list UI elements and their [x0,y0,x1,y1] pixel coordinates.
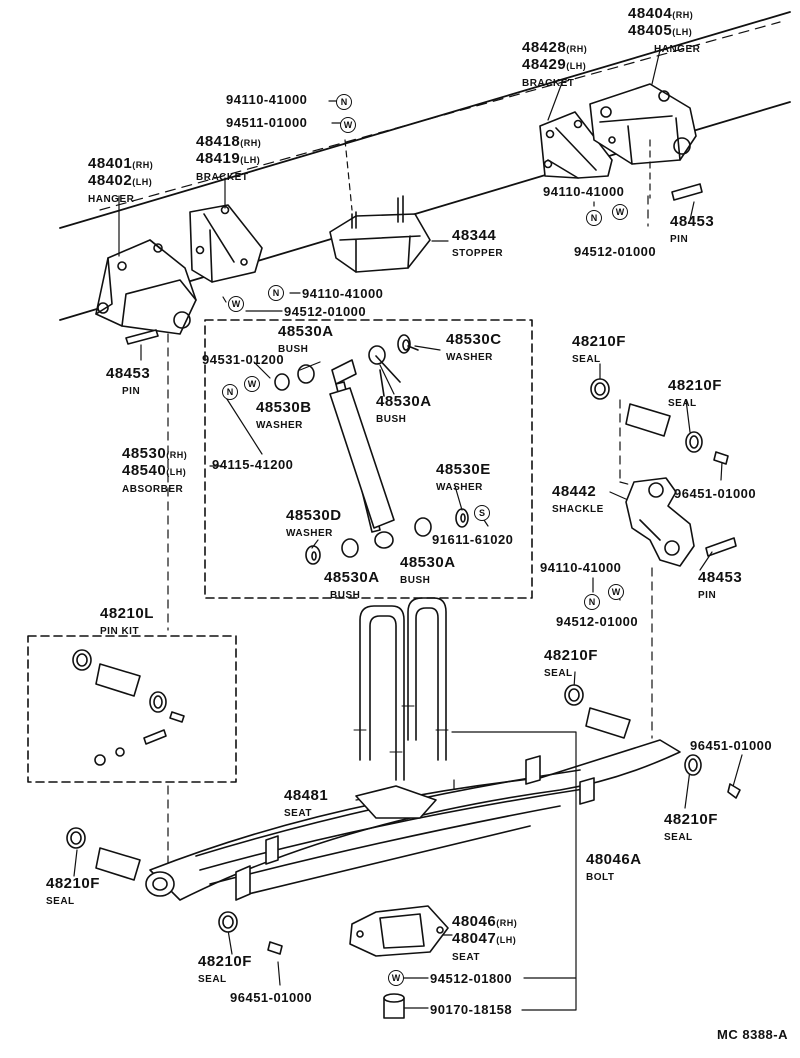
w-badge-icon: W [340,117,356,133]
diagram-reference: MC 8388-A [717,1027,788,1042]
bracket-front-label: 48418(RH) 48419(LH) BRACKET [196,133,262,184]
lower-seat-shape [349,905,449,957]
leaf-spring-shape [145,739,681,901]
code-94512-shackle: 94512-01000 [556,614,639,629]
u-bolt-shapes [353,597,449,781]
w-badge-icon: W [612,204,628,220]
shackle-shape [625,477,695,567]
code-94531: 94531-01200 [202,352,285,367]
spring-seat-shape [355,785,437,819]
rear-hanger-shape [589,83,697,199]
code-94115: 94115-41200 [212,457,294,472]
absorber-label: 48530(RH) 48540(LH) ABSORBER [122,445,188,496]
right-pin-parts [564,378,741,799]
bush-washer-shapes [274,334,469,565]
bolt-line [451,731,577,1011]
n-badge-icon: N [336,94,352,110]
rear-bracket-shape [539,111,613,179]
bracket-rear-label: 48428(RH) 48429(LH) BRACKET [522,39,588,90]
code-94512-01800: 94512-01800 [430,971,513,986]
front-bracket-shape [189,204,263,283]
code-96451-front: 96451-01000 [230,990,313,1005]
code-96451-rear: 96451-01000 [690,738,773,753]
hanger-front-label: 48401(RH) 48402(LH) HANGER [88,155,154,206]
pin-kit-parts [72,649,185,766]
code-91611: 91611-61020 [432,532,514,547]
code-94511: 94511-01000 [226,115,308,130]
code-94110-rear: 94110-41000 [543,184,625,199]
front-hanger-shape [95,239,197,335]
code-96451-shackle: 96451-01000 [674,486,757,501]
stopper-shape [329,139,431,273]
code-94512-rear: 94512-01000 [574,244,657,259]
w-badge-icon: W [608,584,624,600]
n-badge-icon: N [268,285,284,301]
code-94110-shackle: 94110-41000 [540,560,622,575]
front-eye-parts [66,827,283,955]
code-94110-top: 94110-41000 [226,92,308,107]
code-94110-mid: 94110-41000 [302,286,384,301]
relation-lines [167,195,653,867]
absorber-kit-box [204,319,533,599]
pin-kit-box [27,635,237,783]
code-90170: 90170-18158 [430,1002,513,1017]
shock-absorber-shape [329,359,395,549]
hanger-rear-label: 48404(RH) 48405(LH) HANGER [628,5,701,56]
w-badge-icon: W [244,376,260,392]
s-badge-icon: S [474,505,490,521]
seat-046-label: 48046(RH) 48047(LH) SEAT [452,913,518,964]
n-badge-icon: N [584,594,600,610]
w-badge-icon: W [228,296,244,312]
pin-shapes [125,183,737,557]
w-badge-icon: W [388,970,404,986]
code-94512-mid: 94512-01000 [284,304,367,319]
n-badge-icon: N [222,384,238,400]
n-badge-icon: N [586,210,602,226]
